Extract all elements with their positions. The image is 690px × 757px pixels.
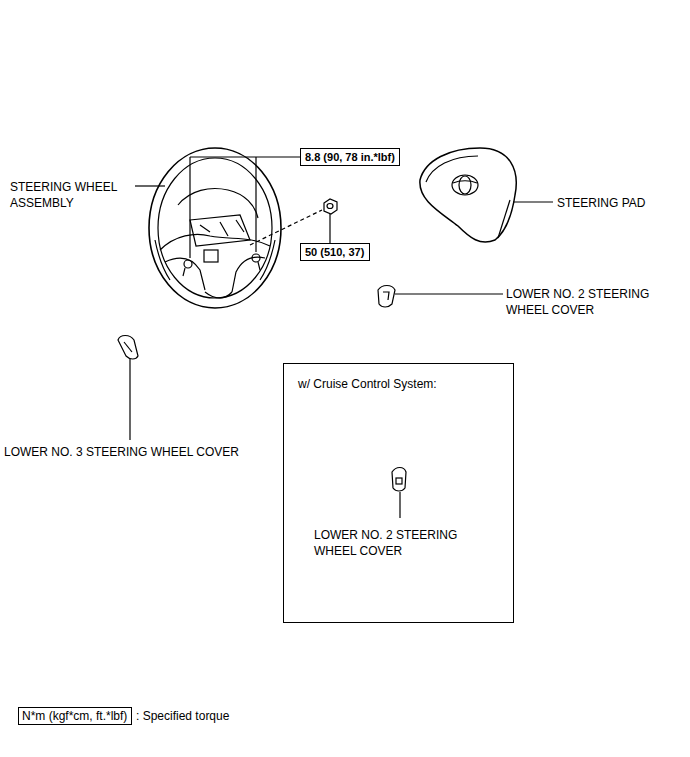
leader-line bbox=[135, 185, 165, 186]
leader-line bbox=[190, 156, 300, 157]
cover-drawing bbox=[118, 336, 138, 360]
legend-text: : Specified torque bbox=[136, 708, 296, 724]
node-text: w/ Cruise Control System: bbox=[298, 376, 437, 392]
part-name: LOWER NO. 3 STEERING WHEEL COVER bbox=[4, 444, 294, 460]
nut-symbol bbox=[324, 199, 337, 214]
part-name: STEERING PAD bbox=[557, 195, 687, 211]
node-text: N*m (kgf*cm, ft.*lbf) bbox=[22, 708, 128, 724]
steering-wheel-drawing bbox=[149, 148, 281, 308]
part-name: LOWER NO. 2 STEERING WHEEL COVER bbox=[506, 286, 684, 318]
node-text: 50 (510, 37) bbox=[305, 245, 365, 259]
leader-line bbox=[329, 214, 330, 243]
part-name: STEERING WHEEL ASSEMBLY bbox=[10, 179, 130, 211]
leader-line bbox=[395, 293, 503, 294]
cover-drawing bbox=[392, 468, 406, 492]
cover-drawing bbox=[378, 286, 395, 308]
torque-box: 50 (510, 37) bbox=[300, 243, 370, 261]
leader-line bbox=[513, 201, 553, 202]
leader-line bbox=[255, 157, 256, 252]
torque-box: 8.8 (90, 78 in.*lbf) bbox=[300, 148, 400, 166]
leader-line bbox=[399, 492, 400, 518]
variant-region: w/ Cruise Control System: LOWER NO. 2 STE… bbox=[283, 363, 514, 623]
center-line bbox=[250, 210, 322, 245]
steering-pad-drawing bbox=[420, 148, 516, 242]
leader-line bbox=[129, 359, 130, 440]
leader-line bbox=[189, 157, 190, 258]
part-name: LOWER NO. 2 STEERING WHEEL COVER bbox=[314, 527, 492, 559]
node-text: 8.8 (90, 78 in.*lbf) bbox=[305, 150, 395, 164]
legend-box: N*m (kgf*cm, ft.*lbf) bbox=[18, 707, 132, 725]
